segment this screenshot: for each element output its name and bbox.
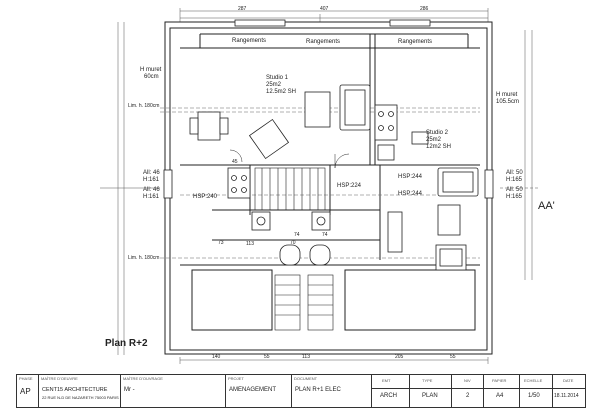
studio2-sh: 12m2 SH [426, 144, 452, 150]
allege-right2-b: H:165 [506, 194, 523, 200]
small-dim-4: 113 [246, 241, 254, 247]
bottom-dim-4: 205 [395, 354, 404, 360]
studio2-area: 25m2 [426, 137, 442, 143]
storage-label-3: Rangements [398, 39, 433, 45]
allege-right1-b: H:165 [506, 177, 523, 183]
tb-document: DOCUMENT PLAN R+1 ELEC [292, 375, 372, 407]
tb-architect-value: CENT15 ARCHITECTURE [42, 387, 108, 393]
windows [163, 19, 494, 199]
hsp-label-4: HSP:244 [398, 191, 423, 197]
tb-phase-value: AP [20, 387, 31, 396]
top-dim-2: 407 [320, 6, 329, 12]
storage-label-1: Rangements [232, 38, 267, 44]
muret-right-label: H muret [496, 92, 518, 98]
muret-right-value: 105.5cm [496, 99, 520, 105]
tb-emt: EMT ARCH [372, 375, 410, 407]
allege-left2-a: All: 46 [143, 187, 160, 193]
tb-level: NIV 2 [452, 375, 484, 407]
allege-right2-a: All: 50 [506, 187, 523, 193]
dimension-lines [100, 8, 540, 364]
tb-project: PROJET AMENAGEMENT [226, 375, 292, 407]
tb-document-value: PLAN R+1 ELEC [295, 387, 341, 393]
tb-paper-head: PAPIER [492, 378, 507, 383]
tb-level-value: 2 [466, 393, 470, 399]
allege-left1-b: H:161 [143, 177, 160, 183]
studio2-name: Studio 2 [426, 130, 449, 136]
tb-scale-head: ECHELLE [524, 378, 543, 383]
tb-phase-head: PHASE [19, 376, 33, 381]
tb-type-head: TYPE [422, 378, 433, 383]
studio1-sh: 12.5m2 SH [266, 89, 297, 95]
studio1-name: Studio 1 [266, 75, 289, 81]
staircase [254, 167, 334, 331]
top-dim-1: 287 [238, 6, 247, 12]
small-dim-3: 70 [290, 240, 296, 246]
bottom-dim-5: 55 [450, 354, 456, 360]
tb-client-value: Mr - [124, 387, 135, 393]
small-dim-6: 74 [322, 232, 328, 238]
lim-left-bottom: Lim. h. 180cm [128, 255, 160, 261]
tb-phase: PHASE AP [17, 375, 39, 407]
small-dim-5: 74 [294, 232, 300, 238]
hsp-label-1: HSP:240 [193, 194, 218, 200]
lim-left-top: Lim. h. 180cm [128, 103, 160, 109]
allege-left2-b: H:161 [143, 194, 160, 200]
tb-project-value: AMENAGEMENT [229, 387, 277, 393]
hsp-label-3: HSP:244 [398, 174, 423, 180]
drawing-title: Plan R+2 [105, 338, 148, 349]
top-dim-3: 286 [420, 6, 429, 12]
tb-document-head: DOCUMENT [294, 376, 318, 381]
tb-client: MAÎTRE D'OUVRAGE Mr - [121, 375, 226, 407]
tb-level-head: NIV [464, 378, 471, 383]
tb-paper: PAPIER A4 [484, 375, 520, 407]
tb-project-head: PROJET [228, 376, 244, 381]
tb-client-head: MAÎTRE D'OUVRAGE [123, 376, 163, 381]
tb-date: DATE 18.11.2014 [553, 375, 585, 407]
section-label: AA' [538, 200, 555, 212]
title-block: PHASE AP MAÎTRE D'OEUVRE CENT15 ARCHITEC… [16, 374, 586, 408]
furniture [189, 84, 479, 271]
bottom-dim-1: 140 [212, 354, 221, 360]
small-dim-1: 45 [232, 159, 238, 165]
tb-type-value: PLAN [422, 393, 438, 399]
tb-date-value: 18.11.2014 [554, 393, 579, 399]
tb-type: TYPE PLAN [410, 375, 452, 407]
doors [229, 149, 350, 169]
tb-paper-value: A4 [496, 393, 504, 399]
tb-architect-head: MAÎTRE D'OEUVRE [41, 376, 78, 381]
storage-label-2: Rangements [306, 39, 341, 45]
tb-emt-head: EMT [382, 378, 391, 383]
allege-right1-a: All: 50 [506, 170, 523, 176]
hsp-label-2: HSP:224 [337, 183, 362, 189]
studio1-area: 25m2 [266, 82, 282, 88]
floor-plan [100, 8, 540, 364]
tb-scale: ECHELLE 1/50 [520, 375, 553, 407]
tb-scale-value: 1/50 [528, 393, 540, 399]
tb-date-head: DATE [563, 378, 574, 383]
tb-architect: MAÎTRE D'OEUVRE CENT15 ARCHITECTURE 22 R… [39, 375, 121, 407]
bottom-dim-3: 113 [302, 354, 310, 360]
tb-emt-value: ARCH [380, 393, 398, 399]
tb-divider [372, 388, 585, 389]
tb-architect-address: 22 RUE N-D DE NAZARETH 75003 PARIS [42, 395, 119, 400]
small-dim-2: 73 [218, 240, 224, 246]
allege-left1-a: All: 46 [143, 170, 160, 176]
muret-left-label: H muret [140, 67, 162, 73]
muret-left-value: 60cm [144, 74, 159, 80]
bottom-dim-2: 55 [264, 354, 270, 360]
